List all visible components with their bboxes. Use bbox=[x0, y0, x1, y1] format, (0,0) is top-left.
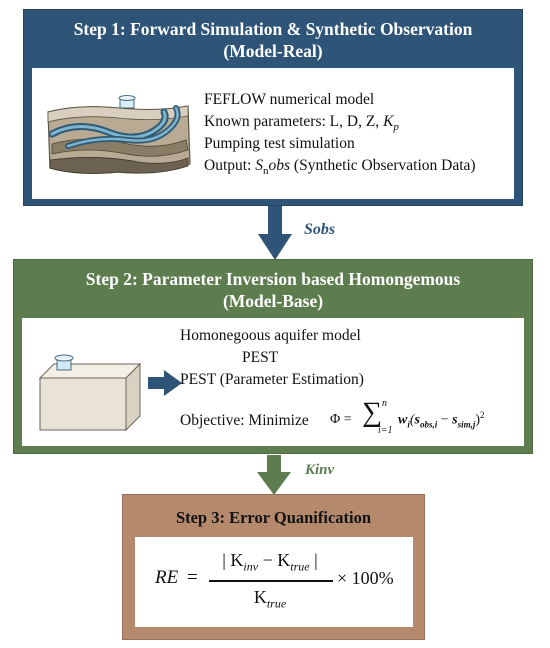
down-arrow-2-icon bbox=[257, 455, 291, 495]
formula-s2-sub: sim,j bbox=[457, 419, 476, 430]
output-suffix: (Synthetic Observation Data) bbox=[290, 157, 476, 174]
formula-numerator: | Kinv − Ktrue | bbox=[205, 550, 335, 575]
step2-model-text: Homonegoous aquifer model bbox=[180, 327, 361, 344]
formula-s2: s bbox=[452, 412, 458, 428]
times-100-percent: × 100% bbox=[337, 568, 394, 588]
formula-sum-symbol: ∑ bbox=[362, 397, 382, 428]
step2-pest-text: PEST bbox=[242, 349, 279, 366]
formula-w: w bbox=[398, 412, 408, 428]
formula-s1: s bbox=[414, 412, 420, 428]
formula-exp: 2 bbox=[480, 410, 485, 420]
output-s: S bbox=[255, 157, 263, 174]
formula-phi: Φ = bbox=[330, 412, 352, 427]
known-params-k-sub: p bbox=[393, 121, 399, 134]
step1-known-params: Known parameters: L, D, Z, Kp bbox=[204, 111, 399, 138]
fraction-bar bbox=[209, 580, 333, 582]
step1-content: FEFLOW numerical model Known parameters:… bbox=[32, 68, 514, 199]
step3-title: Step 3: Error Quanification bbox=[175, 508, 372, 527]
known-params-k: K bbox=[383, 113, 394, 130]
step3-box: Step 3: Error Quanification RE = | Kinv … bbox=[122, 494, 425, 640]
denominator-k: K bbox=[253, 587, 267, 607]
step2-content: Homonegoous aquifer model PEST PEST (Par… bbox=[22, 318, 524, 446]
output-s-sub: n bbox=[263, 165, 269, 178]
re-label: RE bbox=[155, 567, 179, 588]
equals-sign: = bbox=[187, 567, 198, 588]
known-params-prefix: Known parameters: L, D, Z, bbox=[204, 113, 384, 130]
step2-title-line2: (Model-Base) bbox=[222, 291, 324, 311]
numerator-k1-sub: inv bbox=[243, 559, 259, 574]
denominator-sub: true bbox=[266, 596, 287, 611]
numerator-k2-sub: true bbox=[290, 559, 310, 574]
formula-s1-sub: obs,i bbox=[419, 419, 438, 430]
homogeneous-aquifer-block-illustration bbox=[38, 354, 142, 432]
objective-formula: Φ = ∑ n i=1 wi(sobs,i − ssim,j)2 bbox=[330, 397, 522, 440]
formula-close: ) bbox=[475, 412, 481, 428]
numerator-close: | bbox=[309, 550, 318, 570]
formula-w-sub: i bbox=[407, 419, 410, 430]
numerator-minus: − K bbox=[258, 550, 291, 570]
step1-title: Step 1: Forward Simulation & Synthetic O… bbox=[24, 18, 522, 62]
down-arrow-1-icon bbox=[258, 206, 292, 260]
step1-model-text: FEFLOW numerical model bbox=[204, 91, 375, 108]
step1-output: Output: Snobs (Synthetic Observation Dat… bbox=[204, 155, 476, 182]
formula-minus: − bbox=[437, 412, 453, 428]
step1-title-line1: Step 1: Forward Simulation & Synthetic O… bbox=[73, 19, 473, 39]
step1-pumping-test: Pumping test simulation bbox=[204, 135, 355, 152]
step2-title-line1: Step 2: Parameter Inversion based Homong… bbox=[85, 269, 461, 289]
step1-title-line2: (Model-Real) bbox=[223, 41, 323, 61]
step3-content: RE = | Kinv − Ktrue | Ktrue × 100% bbox=[135, 537, 413, 627]
formula-denominator: Ktrue bbox=[205, 587, 335, 612]
formula-open: ( bbox=[409, 412, 415, 428]
formula-sum-bottom: i=1 bbox=[378, 425, 393, 436]
aquifer-terrain-illustration bbox=[47, 95, 191, 174]
formula-sum-top: n bbox=[382, 398, 387, 409]
output-prefix: Output: bbox=[204, 157, 256, 174]
step2-pest-estimation-text: PEST (Parameter Estimation) bbox=[180, 371, 364, 388]
numerator-open: | K bbox=[222, 550, 244, 570]
output-obs: obs bbox=[268, 157, 291, 174]
step2-title: Step 2: Parameter Inversion based Homong… bbox=[14, 268, 532, 312]
right-arrow-icon bbox=[148, 370, 182, 396]
step1-box: Step 1: Forward Simulation & Synthetic O… bbox=[23, 9, 523, 206]
formula-body: wi(sobs,i − ssim,j)2 bbox=[398, 410, 485, 429]
connector1-label: Sobs bbox=[304, 221, 336, 238]
step2-objective-label: Objective: Minimize bbox=[180, 412, 309, 429]
connector2-label: Kinv bbox=[305, 462, 335, 478]
step2-box: Step 2: Parameter Inversion based Homong… bbox=[13, 259, 533, 454]
